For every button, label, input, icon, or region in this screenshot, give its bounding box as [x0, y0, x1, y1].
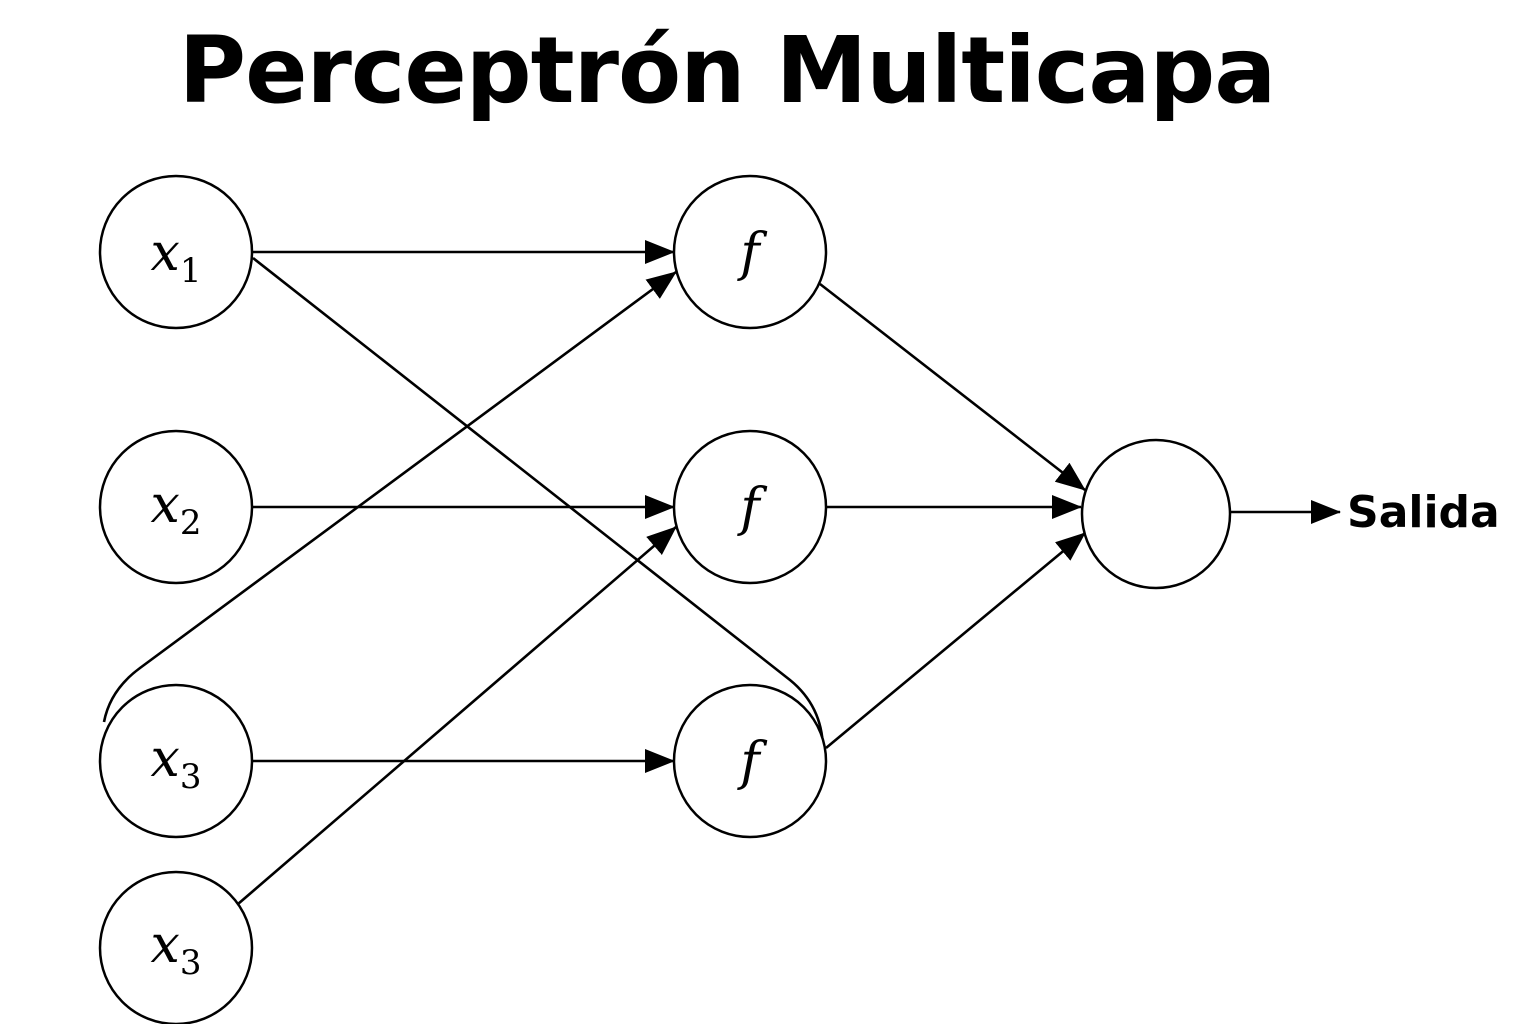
input-node: x2	[98, 429, 254, 585]
edge-h1-out	[819, 282, 1086, 492]
edge-h3-out	[825, 531, 1086, 750]
hidden-node: f	[672, 683, 828, 839]
input-node-label: x3	[151, 915, 202, 983]
input-node-circle	[98, 429, 254, 585]
hidden-output-connections	[819, 282, 1086, 750]
diagram-title: Perceptrón Multicapa	[179, 17, 1276, 124]
output-node-circle	[1080, 438, 1232, 590]
input-node-circle	[98, 870, 254, 1024]
input-node-circle	[98, 683, 254, 839]
edge-x3-h1	[102, 270, 677, 723]
hidden-node: f	[672, 174, 828, 330]
edge-x4-h2	[237, 526, 677, 905]
hidden-node-circle	[672, 683, 828, 839]
input-node-label: x3	[151, 729, 202, 797]
hidden-node: f	[672, 429, 828, 585]
input-node: x3	[98, 683, 254, 839]
hidden-node-circle	[672, 429, 828, 585]
input-node: x1	[98, 174, 254, 330]
hidden-node-circle	[672, 174, 828, 330]
input-node-label: x1	[151, 223, 202, 291]
input-node-circle	[98, 174, 254, 330]
input-node-label: x2	[151, 475, 202, 543]
output-label: Salida	[1347, 487, 1500, 538]
output-node	[1080, 438, 1232, 590]
input-node: x3	[98, 870, 254, 1024]
